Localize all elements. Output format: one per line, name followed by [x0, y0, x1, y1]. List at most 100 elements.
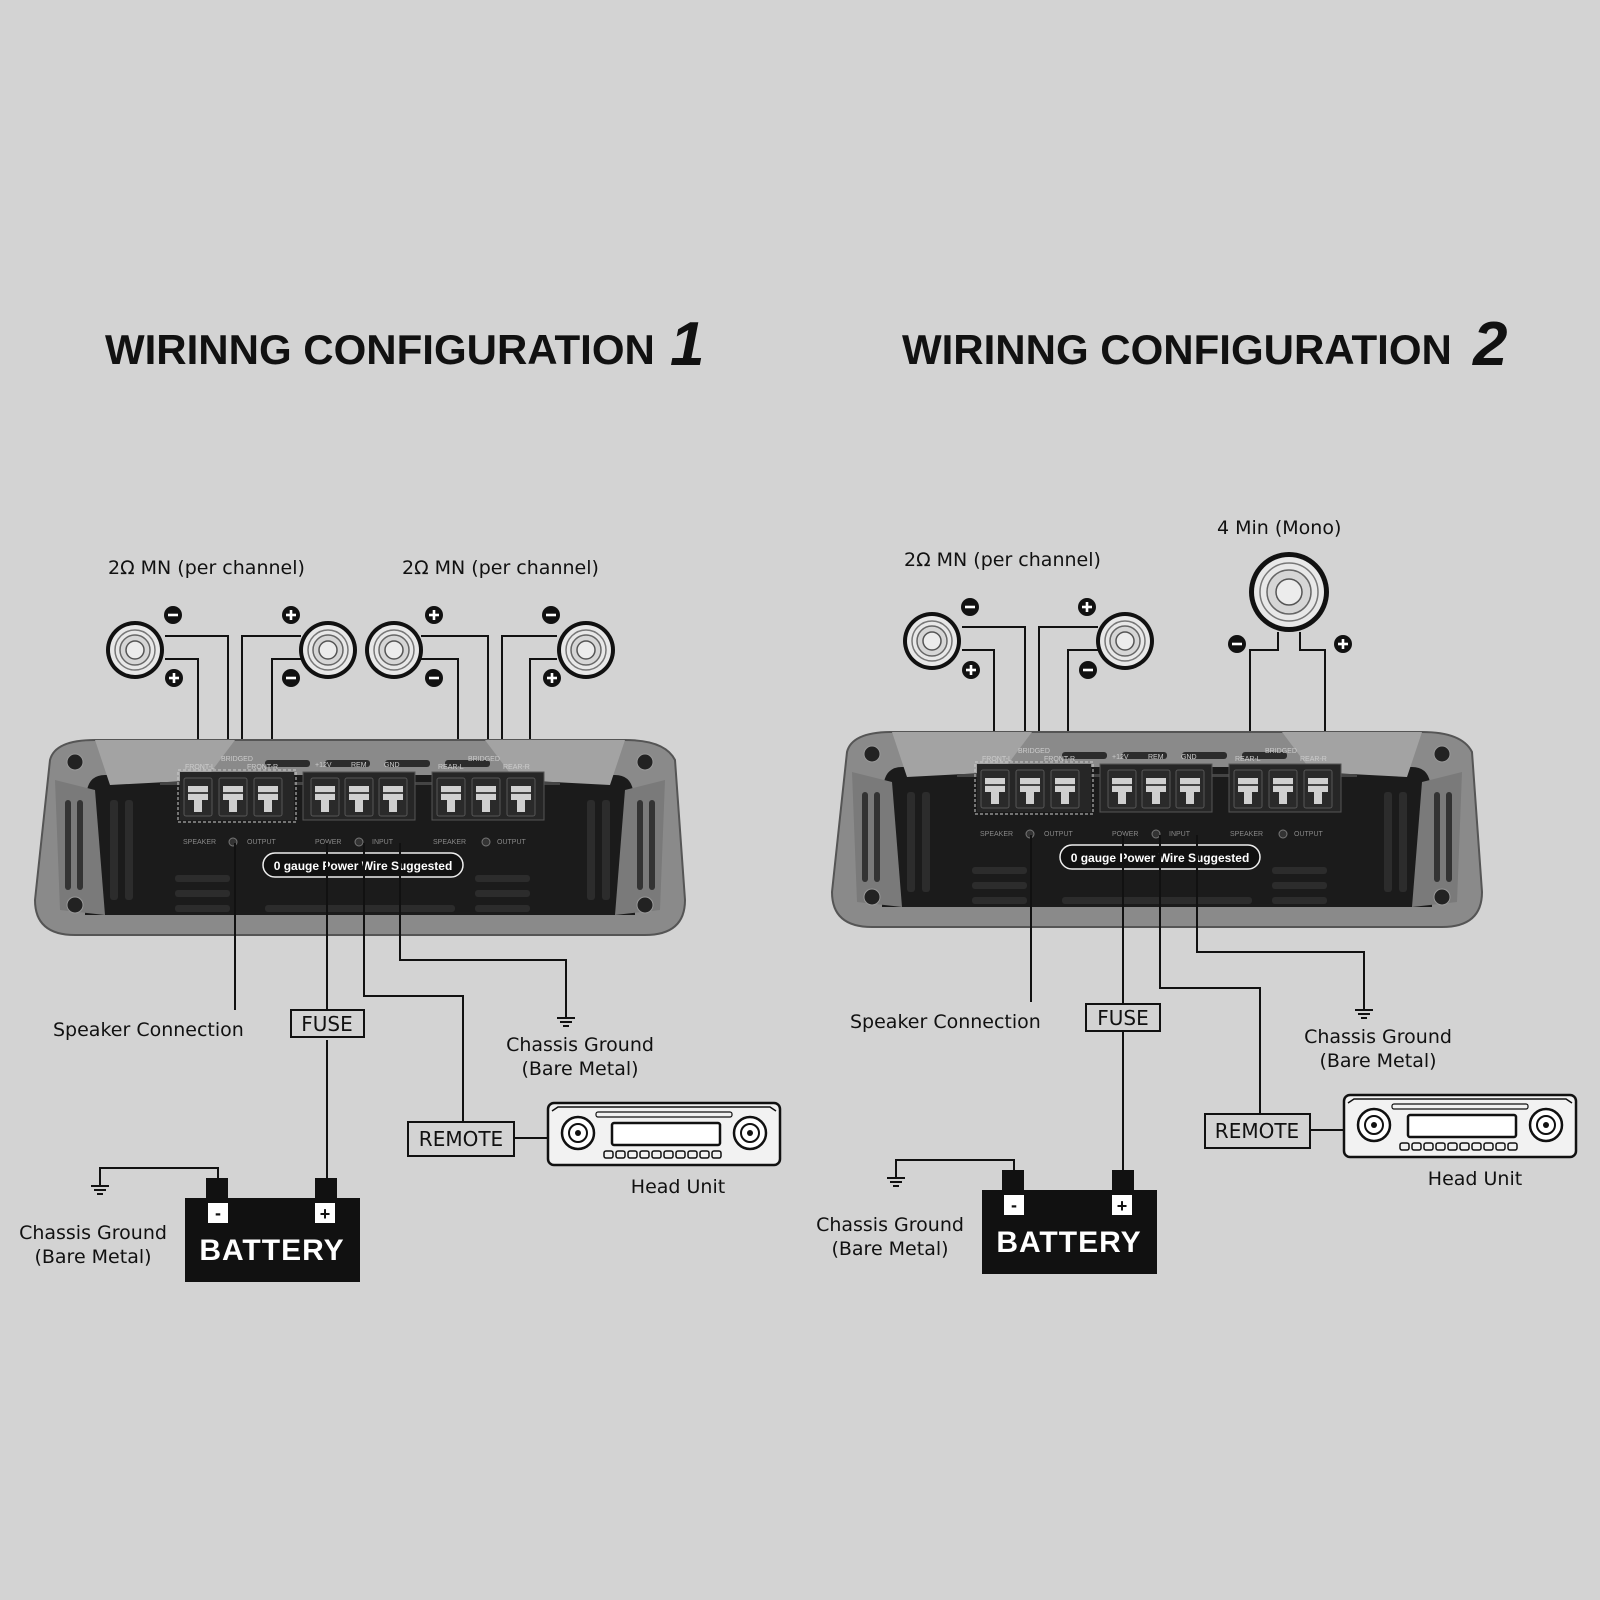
config-2-speaker-group-left-label: 2Ω MN (per channel) — [904, 549, 1101, 571]
battery-icon: - + BATTERY — [185, 1178, 360, 1282]
minus-marker-icon — [282, 669, 300, 687]
channel-label: +12V — [315, 762, 332, 769]
configuration-1: WIRINNG CONFIGURATION 1 2Ω MN (per chann… — [19, 310, 782, 1282]
channel-label: REM — [1148, 754, 1164, 761]
section-label: SPEAKER — [183, 839, 216, 846]
terminal-icon — [1303, 769, 1333, 809]
terminal-icon — [378, 777, 408, 817]
remote-box — [407, 1121, 515, 1157]
speaker-icon — [364, 620, 424, 680]
channel-label: BRIDGED — [1265, 748, 1297, 755]
power-terminal-block — [302, 771, 416, 821]
channel-label: BRIDGED — [468, 756, 500, 763]
terminal-icon — [471, 777, 501, 817]
head-unit-label: Head Unit — [631, 1176, 725, 1198]
head-unit-label: Head Unit — [1428, 1168, 1522, 1190]
speaker-icon — [556, 620, 616, 680]
chassis-ground-right-line2: (Bare Metal) — [521, 1058, 638, 1080]
speaker-icon — [902, 611, 962, 671]
chassis-ground-right-line2: (Bare Metal) — [1319, 1050, 1436, 1072]
chassis-ground-right-line1: Chassis Ground — [506, 1034, 654, 1056]
channel-label: REAR-L — [438, 764, 464, 771]
channel-label: REM — [351, 762, 367, 769]
terminal-icon — [1107, 769, 1137, 809]
section-label: SPEAKER — [1230, 831, 1263, 838]
speaker-icon — [105, 620, 165, 680]
terminal-icon — [1268, 769, 1298, 809]
speaker-icon — [298, 620, 358, 680]
terminal-icon — [1050, 769, 1080, 809]
front-terminal-block — [180, 772, 294, 820]
channel-label: GND — [384, 762, 400, 769]
config-1-title: WIRINNG CONFIGURATION — [105, 326, 655, 373]
chassis-ground-right-line1: Chassis Ground — [1304, 1026, 1452, 1048]
config-1-speaker-group-right-label: 2Ω MN (per channel) — [402, 557, 599, 579]
battery-icon: - + BATTERY — [982, 1170, 1157, 1274]
plus-marker-icon — [962, 661, 980, 679]
config-2-title: WIRINNG CONFIGURATION — [902, 326, 1452, 373]
terminal-icon — [344, 777, 374, 817]
speaker-connection-label: Speaker Connection — [850, 1011, 1041, 1033]
section-label: OUTPUT — [1044, 831, 1074, 838]
channel-label: +12V — [1112, 754, 1129, 761]
head-unit-icon — [546, 1101, 782, 1167]
config-2-number: 2 — [1472, 310, 1507, 379]
chassis-ground-left-line1: Chassis Ground — [816, 1214, 964, 1236]
terminal-icon — [253, 777, 283, 817]
terminal-icon — [1233, 769, 1263, 809]
battery-positive-sign: + — [1117, 1196, 1128, 1216]
fuse-box — [290, 1009, 365, 1038]
ground-icon — [90, 1167, 110, 1195]
battery-negative-sign: - — [215, 1203, 221, 1223]
channel-label: FRONT-L — [982, 756, 1012, 763]
section-label: POWER — [315, 839, 341, 846]
section-label: SPEAKER — [980, 831, 1013, 838]
configuration-2: WIRINNG CONFIGURATION 2 2Ω MN (per chann… — [816, 310, 1578, 1274]
config-1-number: 1 — [670, 310, 704, 379]
terminal-icon — [1015, 769, 1045, 809]
plus-marker-icon — [543, 669, 561, 687]
ground-icon — [886, 1159, 906, 1187]
rear-terminal-block — [1228, 763, 1342, 813]
terminal-icon — [1141, 769, 1171, 809]
minus-marker-icon — [425, 669, 443, 687]
section-label: OUTPUT — [247, 839, 277, 846]
speaker-icon — [1095, 611, 1155, 671]
remote-box — [1204, 1113, 1311, 1149]
amplifier: FRONT-L BRIDGED FRONT-R +12V REM GND REA… — [34, 739, 686, 936]
ground-icon — [1354, 991, 1374, 1019]
channel-label: BRIDGED — [1018, 748, 1050, 755]
battery-label: BATTERY — [996, 1226, 1141, 1259]
minus-marker-icon — [542, 606, 560, 624]
channel-label: GND — [1181, 754, 1197, 761]
channel-label: FRONT-L — [185, 764, 215, 771]
fuse-label: FUSE — [301, 1012, 352, 1036]
remote-label: REMOTE — [1215, 1119, 1299, 1143]
front-terminal-block — [977, 764, 1091, 812]
channel-label: FRONT-R — [247, 764, 278, 771]
section-label: OUTPUT — [1294, 831, 1324, 838]
plus-marker-icon — [1334, 635, 1352, 653]
channel-label: REAR-R — [503, 764, 530, 771]
fuse-label: FUSE — [1097, 1006, 1148, 1030]
minus-marker-icon — [961, 598, 979, 616]
section-label: INPUT — [1169, 831, 1191, 838]
power-terminal-block — [1099, 763, 1213, 813]
head-unit-icon — [1342, 1093, 1578, 1159]
channel-label: BRIDGED — [221, 756, 253, 763]
plus-marker-icon — [282, 606, 300, 624]
section-label: POWER — [1112, 831, 1138, 838]
rear-terminal-block — [431, 771, 545, 821]
speaker-connection-label: Speaker Connection — [53, 1019, 244, 1041]
channel-label: FRONT-R — [1044, 756, 1075, 763]
battery-positive-sign: + — [320, 1204, 331, 1224]
terminal-icon — [436, 777, 466, 817]
chassis-ground-left-line2: (Bare Metal) — [34, 1246, 151, 1268]
terminal-icon — [218, 777, 248, 817]
plus-marker-icon — [425, 606, 443, 624]
chassis-ground-left-line1: Chassis Ground — [19, 1222, 167, 1244]
chassis-ground-left-line2: (Bare Metal) — [831, 1238, 948, 1260]
battery-label: BATTERY — [199, 1234, 344, 1267]
channel-label: REAR-L — [1235, 756, 1261, 763]
